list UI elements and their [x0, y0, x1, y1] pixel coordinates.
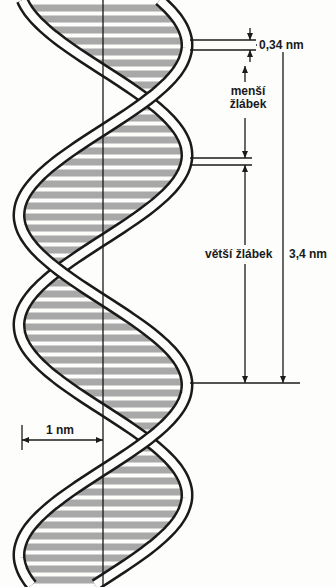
- dimension-arrow: [282, 45, 283, 383]
- tick-line: [190, 39, 256, 40]
- base-pair: [27, 5, 169, 12]
- dimension-label: 3,4 nm: [287, 248, 329, 261]
- base-pair: [46, 27, 183, 34]
- base-pair: [43, 170, 182, 177]
- dimension-label: 0,34 nm: [257, 39, 306, 52]
- dimension-arrow: [249, 28, 250, 40]
- base-pair: [21, 335, 157, 342]
- base-pair: [20, 203, 152, 210]
- dimension-arrow: [244, 118, 245, 158]
- tick-line: [190, 157, 252, 158]
- base-pair: [36, 357, 178, 364]
- base-pair: [25, 192, 165, 199]
- base-pair: [27, 346, 169, 353]
- dimension-label: větší žlábek: [203, 248, 274, 261]
- base-pair: [71, 148, 187, 155]
- base-pair: [19, 555, 136, 562]
- base-pair: [77, 390, 186, 397]
- dimension-label: menší žlábek: [222, 85, 274, 111]
- base-pair: [76, 49, 187, 56]
- tick-line: [190, 164, 252, 165]
- dimension-arrow: [244, 165, 245, 245]
- base-pair: [70, 489, 187, 496]
- base-pair: [48, 368, 185, 375]
- base-pair: [20, 544, 151, 551]
- tick-line: [21, 425, 22, 450]
- base-pair: [19, 324, 143, 331]
- base-pair: [35, 16, 178, 23]
- base-pair: [32, 181, 175, 188]
- base-pair: [20, 313, 127, 320]
- dimension-arrow: [244, 66, 245, 82]
- tick-line: [190, 49, 256, 50]
- base-pair: [28, 577, 103, 584]
- base-pair: [61, 379, 186, 386]
- base-pair: [24, 533, 164, 540]
- helix-axis: [102, 0, 103, 587]
- base-pair: [56, 159, 186, 166]
- dimension-label: 1 nm: [44, 424, 76, 437]
- dimension-arrow: [22, 439, 103, 440]
- base-pair: [42, 511, 182, 518]
- base-pair: [55, 500, 186, 507]
- base-pair: [60, 38, 187, 45]
- dimension-arrow: [244, 264, 245, 383]
- dimension-arrow: [249, 50, 250, 62]
- base-pair: [19, 214, 138, 221]
